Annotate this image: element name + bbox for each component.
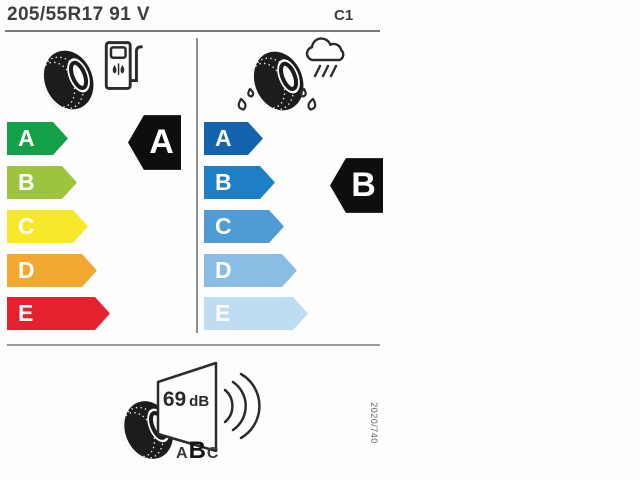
grade-letter: B (18, 169, 35, 195)
grade-letter: C (18, 213, 35, 239)
noise-class-a: A (176, 445, 188, 462)
header-underline (5, 30, 380, 32)
speaker-icon (156, 361, 261, 453)
noise-class-c: C (206, 445, 219, 462)
tire-size-text: 205/55R17 91 V (7, 4, 150, 25)
wet-grade-bar-c: C (204, 210, 284, 243)
wet-rating-arrow: B (330, 158, 383, 213)
grade-letter: B (215, 169, 232, 195)
water-splash-icon (237, 87, 255, 111)
wet-grade-bar-b: B (204, 166, 275, 199)
fuel-pump-icon (104, 41, 143, 90)
fuel-grade-bar-a: A (7, 122, 68, 155)
grade-letter: E (215, 300, 231, 326)
section-divider (196, 38, 198, 333)
rain-cloud-icon (305, 37, 345, 78)
fuel-grade-bar-d: D (7, 254, 97, 287)
fuel-rating-arrow: A (128, 115, 181, 170)
wet-grade-bar-a: A (204, 122, 263, 155)
grade-letter: A (215, 125, 232, 151)
grade-letter: D (18, 257, 35, 283)
noise-db-unit: dB (189, 393, 210, 410)
sound-waves-icon (223, 372, 261, 440)
wet-rating-letter: B (351, 166, 376, 204)
fuel-grade-bar-e: E (7, 297, 110, 330)
noise-class-letters: A B C (176, 437, 219, 464)
fuel-rating-letter: A (149, 123, 174, 161)
noise-db-number: 69 (162, 388, 187, 411)
vehicle-class-text: C1 (334, 7, 354, 24)
grade-letter: E (18, 300, 34, 326)
wet-grade-bar-e: E (204, 297, 308, 330)
grade-letter: A (18, 125, 35, 151)
regulation-number: 2020/740 (369, 402, 379, 444)
fuel-grade-bar-c: C (7, 210, 88, 243)
noise-class-b-selected: B (188, 437, 206, 464)
grade-letter: D (215, 257, 232, 283)
water-splash-icon (299, 87, 317, 111)
wet-grade-bar-d: D (204, 254, 297, 287)
tire-icon (42, 43, 100, 117)
grade-letter: C (215, 213, 232, 239)
noise-section-divider (7, 344, 380, 346)
fuel-grade-bar-b: B (7, 166, 77, 199)
